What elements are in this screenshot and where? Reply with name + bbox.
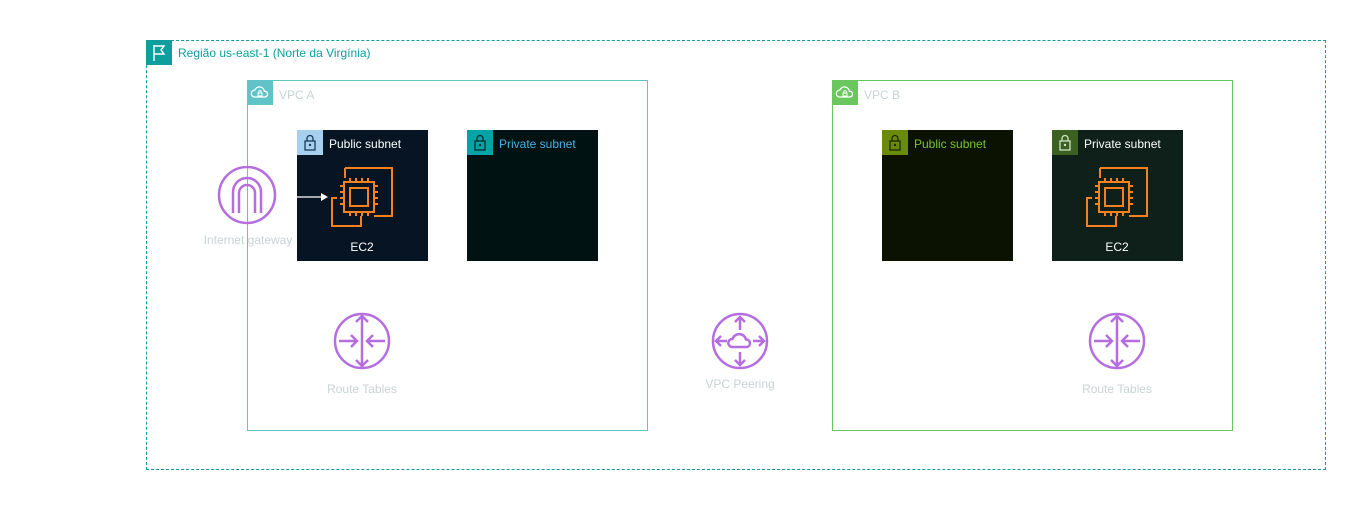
route-table-icon bbox=[333, 312, 391, 375]
flag-icon bbox=[146, 40, 172, 65]
vpc-b-public-subnet-title: Public subnet bbox=[914, 137, 987, 151]
lock-icon bbox=[1052, 130, 1078, 155]
lock-icon bbox=[297, 130, 323, 155]
lock-icon bbox=[467, 130, 493, 155]
vpc-b-container bbox=[832, 80, 1233, 431]
ec2-label: EC2 bbox=[350, 240, 374, 254]
internet-gateway-label: Internet gateway bbox=[203, 233, 293, 247]
vpc-cloud-icon bbox=[832, 81, 858, 105]
vpc-b-private-subnet-title: Private subnet bbox=[1084, 137, 1161, 151]
region-title: Região us-east-1 (Norte da Virgínia) bbox=[178, 46, 371, 60]
internet-gateway-icon bbox=[217, 165, 277, 231]
vpc-a-container bbox=[247, 80, 648, 431]
vpc-peering-label: VPC Peering bbox=[705, 377, 775, 391]
vpc-a-title: VPC A bbox=[279, 88, 315, 102]
ec2-instance-icon bbox=[329, 160, 395, 233]
route-tables-label-a: Route Tables bbox=[327, 382, 397, 396]
region-container bbox=[146, 40, 1326, 470]
route-tables-label-b: Route Tables bbox=[1082, 382, 1152, 396]
vpc-a-private-subnet-title: Private subnet bbox=[499, 137, 576, 151]
vpc-a-public-subnet-title: Public subnet bbox=[329, 137, 402, 151]
vpc-b-title: VPC B bbox=[864, 88, 901, 102]
route-table-icon bbox=[1088, 312, 1146, 375]
vpc-peering-icon bbox=[711, 312, 769, 375]
vpc-cloud-icon bbox=[247, 81, 273, 105]
ec2-label: EC2 bbox=[1105, 240, 1129, 254]
connector-arrow bbox=[297, 190, 329, 208]
ec2-instance-icon bbox=[1084, 160, 1150, 233]
lock-icon bbox=[882, 130, 908, 155]
